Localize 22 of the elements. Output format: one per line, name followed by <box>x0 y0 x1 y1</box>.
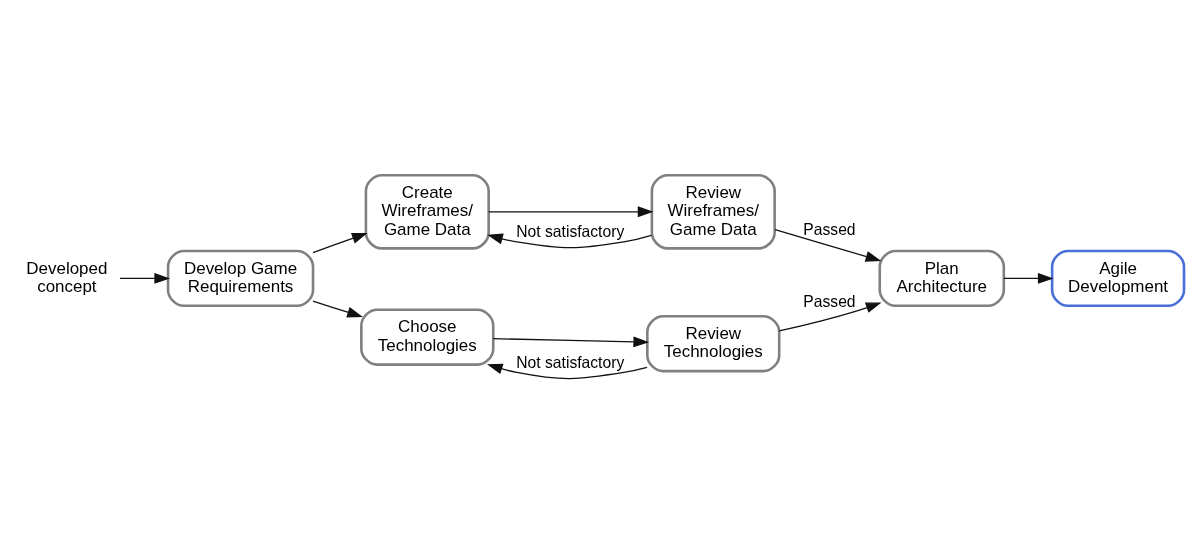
node-text: Developed concept <box>26 258 108 296</box>
arrow <box>492 336 650 348</box>
edge-label: Passed <box>803 292 856 310</box>
arrow <box>312 232 368 254</box>
arrow <box>774 229 882 262</box>
arrow <box>487 233 653 249</box>
arrow <box>1003 272 1054 284</box>
arrow <box>486 363 648 380</box>
arrow <box>312 300 363 318</box>
node-box: Create Wireframes/ Game Data <box>364 173 490 250</box>
node-box: Review Wireframes/ Game Data <box>650 173 776 250</box>
edge-label: Passed <box>803 220 856 238</box>
node-box: Agile Development <box>1050 249 1186 308</box>
node-box: Review Technologies <box>646 314 781 373</box>
arrow <box>119 272 171 284</box>
arrow <box>488 206 654 218</box>
node-box: Plan Architecture <box>878 249 1006 308</box>
edge-label: Not satisfactory <box>516 223 625 241</box>
node-box: Develop Game Requirements <box>166 249 315 308</box>
edge-label: Not satisfactory <box>516 353 625 371</box>
node-box: Choose Technologies <box>360 308 495 366</box>
arrow <box>778 302 882 332</box>
